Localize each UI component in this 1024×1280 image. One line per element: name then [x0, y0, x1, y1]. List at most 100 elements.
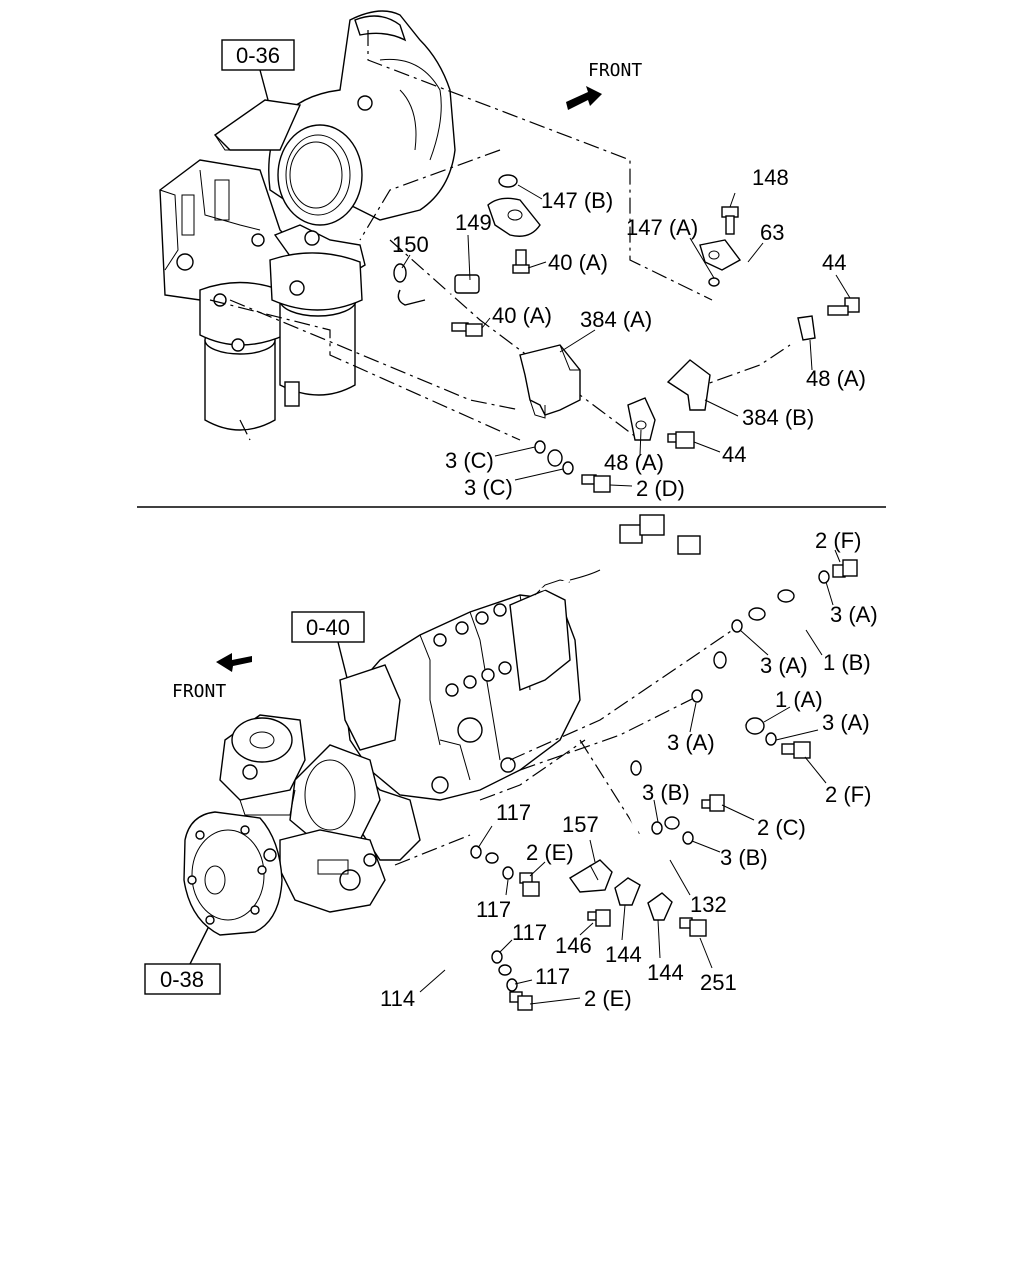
- label-44-lower: 44: [722, 442, 746, 467]
- washer-3c-2: [562, 461, 574, 475]
- bolt-148: [721, 206, 739, 235]
- label-48a-lower: 48 (A): [604, 450, 664, 475]
- label-2c: 2 (C): [757, 815, 806, 840]
- front-arrow-bottom: FRONT: [172, 653, 252, 702]
- injection-pump: [339, 514, 701, 861]
- label-3a-3: 3 (A): [822, 710, 870, 735]
- front-arrow-icon: [566, 86, 602, 110]
- label-117-4: 117: [535, 964, 570, 989]
- washer-3a-3: [691, 689, 703, 703]
- bottom-leaders: [394, 624, 741, 866]
- svg-text:FRONT: FRONT: [588, 60, 642, 81]
- ref-box-0-36[interactable]: 0-36: [221, 39, 295, 101]
- label-40a-upper: 40 (A): [548, 250, 608, 275]
- svg-text:0-36: 0-36: [236, 43, 280, 68]
- washer-117-1: [470, 845, 482, 859]
- bottom-label-leaders: [419, 549, 841, 1005]
- label-132: 132: [690, 892, 727, 917]
- bolt-2f-upper: [832, 559, 858, 578]
- label-40a-lower: 40 (A): [492, 303, 552, 328]
- label-1a: 1 (A): [775, 687, 823, 712]
- washer-3b-2: [682, 831, 694, 845]
- clamp-144-2: [647, 892, 673, 921]
- label-3b-2: 3 (B): [720, 845, 768, 870]
- label-157: 157: [562, 812, 599, 837]
- bolt-40a-lower: [451, 322, 483, 337]
- front-arrow-top: FRONT: [566, 60, 642, 110]
- washer-3b-1: [651, 821, 663, 835]
- label-148: 148: [752, 165, 789, 190]
- svg-text:0-40: 0-40: [306, 615, 350, 640]
- label-2f-upper: 2 (F): [815, 528, 861, 553]
- label-384b: 384 (B): [742, 405, 814, 430]
- label-147a: 147 (A): [626, 215, 698, 240]
- label-63: 63: [760, 220, 784, 245]
- turbocharger: [213, 10, 456, 226]
- oil-filter-right: [269, 252, 363, 407]
- washer-3c-1: [534, 440, 546, 454]
- pump-housing: [279, 744, 386, 913]
- bracket-384a: [519, 344, 581, 419]
- pipe-149: [397, 229, 507, 306]
- washer-3a-1: [818, 570, 830, 584]
- label-149: 149: [455, 210, 492, 235]
- label-251: 251: [700, 970, 737, 995]
- o-ring-150: [393, 263, 407, 283]
- svg-text:FRONT: FRONT: [172, 681, 226, 702]
- label-144-2: 144: [647, 960, 684, 985]
- label-2e-lower: 2 (E): [584, 986, 632, 1011]
- oil-filter-left: [199, 281, 286, 431]
- bolt-40a-upper: [512, 249, 530, 274]
- bolt-2f-lower: [781, 741, 811, 759]
- label-48a-upper: 48 (A): [806, 366, 866, 391]
- bolt-2d: [581, 474, 611, 493]
- label-114: 114: [380, 986, 415, 1011]
- label-2e-upper: 2 (E): [526, 840, 574, 865]
- washer-147a: [708, 277, 720, 287]
- label-3b-1: 3 (B): [642, 780, 690, 805]
- bolt-2e-upper: [519, 872, 540, 897]
- label-2f-lower: 2 (F): [825, 782, 871, 807]
- label-1b: 1 (B): [823, 650, 871, 675]
- pipe-63: [559, 239, 800, 451]
- pipe-114: [428, 852, 512, 984]
- label-44-upper: 44: [822, 250, 846, 275]
- bolt-2e-lower: [509, 991, 533, 1011]
- bolt-44-upper: [827, 297, 860, 316]
- label-3c-upper: 3 (C): [445, 448, 494, 473]
- air-compressor: [219, 714, 306, 816]
- washer-3a-4: [765, 732, 777, 746]
- bracket-157: [568, 859, 613, 893]
- svg-text:0-38: 0-38: [160, 967, 204, 992]
- bracket-384b: [666, 359, 711, 411]
- top-section: 0-36 FRONT: [159, 10, 866, 501]
- washer-117-2: [502, 866, 514, 880]
- label-384a: 384 (A): [580, 307, 652, 332]
- flange-147b: [487, 174, 541, 237]
- bottom-labels: 2 (F) 3 (A) 3 (A) 1 (B) 1 (A) 3 (A) 3 (A…: [380, 528, 878, 1011]
- bottom-section: 0-40 0-38 FRONT: [144, 514, 878, 1011]
- label-3a-1: 3 (A): [830, 602, 878, 627]
- bolt-2c: [701, 794, 725, 812]
- ref-box-0-38[interactable]: 0-38: [144, 919, 221, 995]
- clamp-144-1: [614, 877, 641, 906]
- pipe-1b: [748, 589, 814, 637]
- label-146: 146: [555, 933, 592, 958]
- washer-3a-2: [731, 619, 743, 633]
- washer-117-3: [491, 950, 503, 964]
- bolt-44-lower: [667, 431, 695, 449]
- label-144-1: 144: [605, 942, 642, 967]
- label-117-2: 117: [476, 897, 511, 922]
- front-arrow-icon: [216, 653, 252, 672]
- bolt-146: [587, 909, 611, 927]
- clamp-48a-lower: [627, 397, 656, 441]
- label-3c-lower: 3 (C): [464, 475, 513, 500]
- top-label-leaders: [401, 184, 851, 487]
- washer-117-4: [506, 978, 518, 992]
- flywheel-flange: [183, 811, 283, 936]
- bolt-251: [679, 917, 707, 937]
- label-117-3: 117: [512, 920, 547, 945]
- label-117-1: 117: [496, 800, 531, 825]
- label-150: 150: [392, 232, 429, 257]
